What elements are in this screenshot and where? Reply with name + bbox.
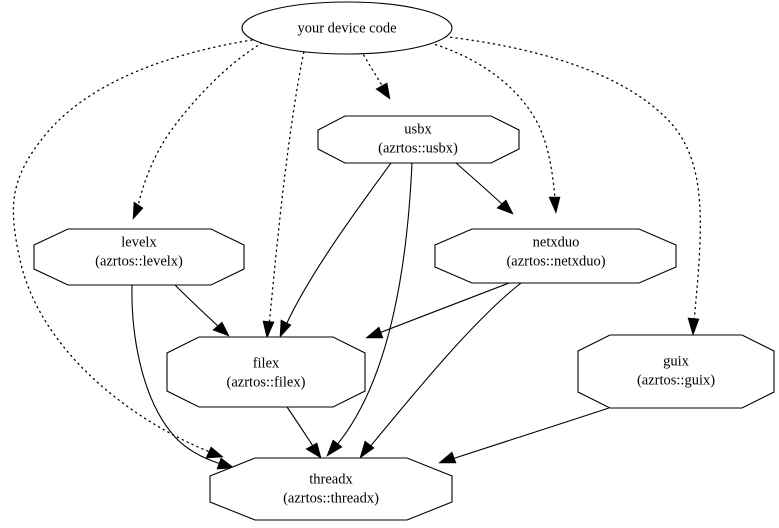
netxduo-octagon bbox=[434, 228, 677, 284]
edge-usbx-to-filex bbox=[279, 162, 392, 338]
node-filex[interactable]: filex (azrtos::filex) bbox=[166, 336, 366, 408]
usbx-octagon bbox=[317, 115, 520, 164]
edge-device-to-filex bbox=[262, 46, 306, 339]
threadx-label-line2: (azrtos::threadx) bbox=[283, 490, 379, 506]
edge-levelx-to-threadx bbox=[131, 284, 235, 470]
edge-device-to-netxduo bbox=[419, 39, 561, 214]
edge-netxduo-to-filex bbox=[365, 282, 510, 339]
guix-label-line1: guix bbox=[663, 353, 690, 369]
edge-usbx-to-netxduo bbox=[455, 162, 514, 215]
node-usbx[interactable]: usbx (azrtos::usbx) bbox=[317, 115, 520, 164]
your-device-code-ellipse bbox=[241, 1, 453, 55]
edge-device-to-guix bbox=[439, 35, 701, 336]
node-levelx[interactable]: levelx (azrtos::levelx) bbox=[33, 228, 245, 286]
usbx-label-line1: usbx bbox=[404, 121, 432, 137]
guix-octagon bbox=[577, 334, 775, 409]
edge-device-to-usbx bbox=[357, 45, 391, 100]
guix-label-line2: (azrtos::guix) bbox=[637, 372, 715, 388]
edge-filex-to-threadx bbox=[286, 406, 322, 459]
netxduo-label-line2: (azrtos::netxduo) bbox=[506, 253, 605, 269]
usbx-label-line2: (azrtos::usbx) bbox=[378, 140, 458, 156]
filex-label-line2: (azrtos::filex) bbox=[227, 374, 306, 390]
filex-octagon bbox=[166, 336, 366, 408]
edge-levelx-to-filex bbox=[174, 284, 230, 337]
edge-device-to-threadx bbox=[12, 39, 253, 459]
edge-netxduo-to-threadx bbox=[359, 282, 522, 459]
levelx-octagon bbox=[33, 228, 245, 286]
edge-device-to-levelx bbox=[132, 42, 263, 220]
node-netxduo[interactable]: netxduo (azrtos::netxduo) bbox=[434, 228, 677, 284]
filex-label-line1: filex bbox=[253, 355, 280, 371]
node-your-device-code[interactable]: your device code bbox=[241, 1, 453, 55]
edge-guix-to-threadx bbox=[438, 407, 610, 464]
netxduo-label-line1: netxduo bbox=[533, 234, 580, 250]
edge-usbx-to-threadx bbox=[326, 162, 413, 457]
node-layer: your device code usbx (azrtos::usbx) lev… bbox=[33, 1, 775, 521]
edge-layer bbox=[12, 35, 701, 470]
node-guix[interactable]: guix (azrtos::guix) bbox=[577, 334, 775, 409]
your-device-code-label: your device code bbox=[297, 20, 396, 36]
levelx-label-line1: levelx bbox=[121, 234, 157, 250]
levelx-label-line2: (azrtos::levelx) bbox=[95, 253, 183, 269]
threadx-octagon bbox=[209, 457, 453, 521]
node-threadx[interactable]: threadx (azrtos::threadx) bbox=[209, 457, 453, 521]
threadx-label-line1: threadx bbox=[309, 471, 353, 487]
